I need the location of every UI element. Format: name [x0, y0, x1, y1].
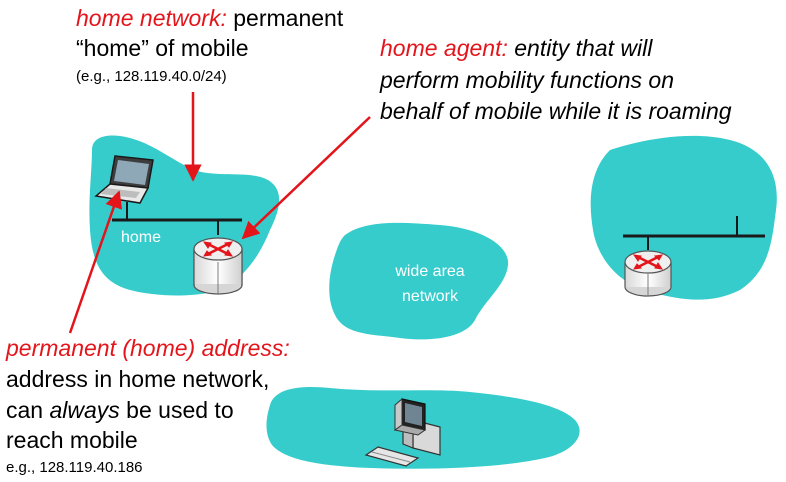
foreign-network-cloud: [590, 135, 777, 300]
permanent-address-text-line2-post: be used to: [119, 397, 234, 423]
home-agent-arrow: [241, 116, 371, 240]
permanent-address-example: e.g., 128.119.40.186: [6, 459, 143, 476]
home-router-icon: [193, 237, 243, 295]
home-network-text-line2: “home” of mobile: [76, 35, 249, 61]
permanent-address-text-line2-em: always: [49, 397, 120, 423]
permanent-address-title: permanent (home) address:: [6, 335, 290, 361]
home-network-text-line1: permanent: [226, 5, 344, 31]
wide-area-network-label: wide area network: [370, 260, 490, 310]
permanent-address-arrow: [68, 190, 123, 334]
permanent-address-text-line1: address in home network,: [6, 366, 270, 392]
foreign-router-icon: [624, 250, 672, 297]
wan-label-line2: network: [401, 287, 459, 305]
home-agent-annotation: home agent: entity that will: [380, 35, 652, 61]
permanent-address-text-line2-pre: can: [6, 397, 50, 423]
permanent-address-text-line2: can always be used to: [6, 397, 234, 423]
home-agent-text-line1: entity that will: [507, 35, 653, 61]
wan-label-line1: wide area: [395, 263, 465, 280]
desktop-computer-icon: [364, 397, 441, 467]
home-label: home: [121, 229, 162, 246]
laptop-icon: [94, 155, 154, 204]
wide-area-network-cloud: [329, 222, 509, 340]
home-agent-text-line2: perform mobility functions on: [380, 67, 675, 93]
home-agent-text-line3: behalf of mobile while it is roaming: [380, 98, 732, 124]
home-agent-title: home agent:: [380, 35, 508, 61]
home-network-title: home network:: [76, 5, 227, 31]
home-network-annotation: home network: permanent: [76, 5, 343, 31]
permanent-address-text-line3: reach mobile: [6, 427, 138, 453]
home-network-example: (e.g., 128.119.40.0/24): [76, 68, 227, 85]
